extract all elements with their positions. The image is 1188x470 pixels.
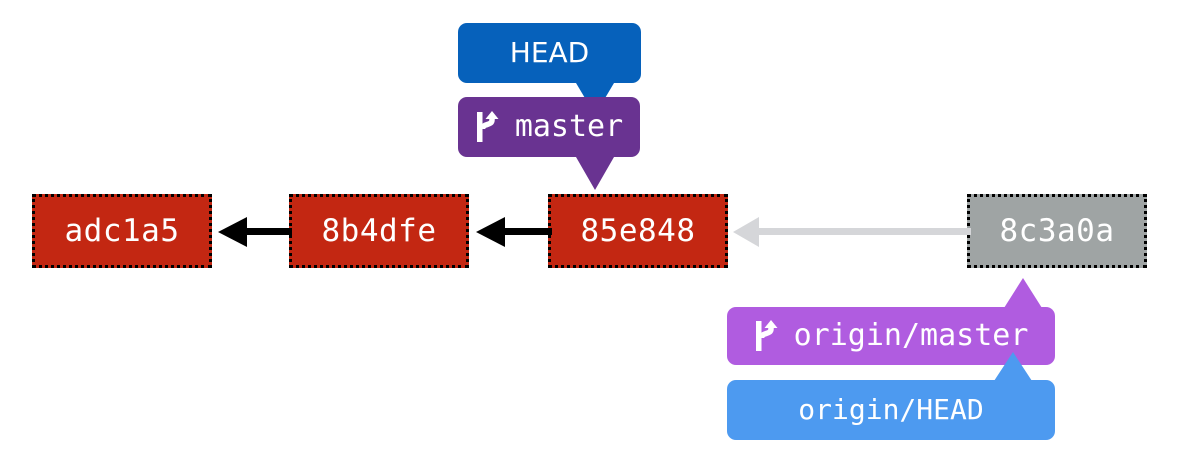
git-branch-icon xyxy=(476,111,499,142)
commit-hash: 8c3a0a xyxy=(999,212,1115,249)
commit-hash: 85e848 xyxy=(580,212,696,249)
edge-shaft xyxy=(759,228,971,235)
git-branch-icon xyxy=(755,320,778,351)
commit-node-8b4dfe[interactable]: 8b4dfe xyxy=(289,194,469,268)
ref-label-text: HEAD xyxy=(509,36,590,69)
origin-head-pointer-triangle xyxy=(994,352,1032,381)
commit-node-adc1a5[interactable]: adc1a5 xyxy=(32,194,212,268)
commit-hash: 8b4dfe xyxy=(321,212,437,249)
commit-hash: adc1a5 xyxy=(64,212,180,249)
master-pointer-triangle xyxy=(576,157,614,190)
edge-shaft xyxy=(247,228,292,235)
commit-node-8c3a0a[interactable]: 8c3a0a xyxy=(967,194,1147,268)
ref-label-text: origin/master xyxy=(793,318,1029,353)
ref-label-origin-head[interactable]: origin/HEAD xyxy=(727,380,1055,440)
edge-shaft xyxy=(505,228,552,235)
ref-label-master[interactable]: master xyxy=(458,97,640,157)
ref-label-text: origin/HEAD xyxy=(798,393,984,426)
origin-master-pointer-triangle xyxy=(1004,278,1042,308)
ref-label-head[interactable]: HEAD xyxy=(458,23,641,83)
ref-label-text: master xyxy=(514,109,624,144)
edge-arrowhead xyxy=(733,217,759,247)
commit-node-85e848[interactable]: 85e848 xyxy=(548,194,728,268)
edge-arrowhead xyxy=(218,217,247,247)
edge-arrowhead xyxy=(476,217,505,247)
